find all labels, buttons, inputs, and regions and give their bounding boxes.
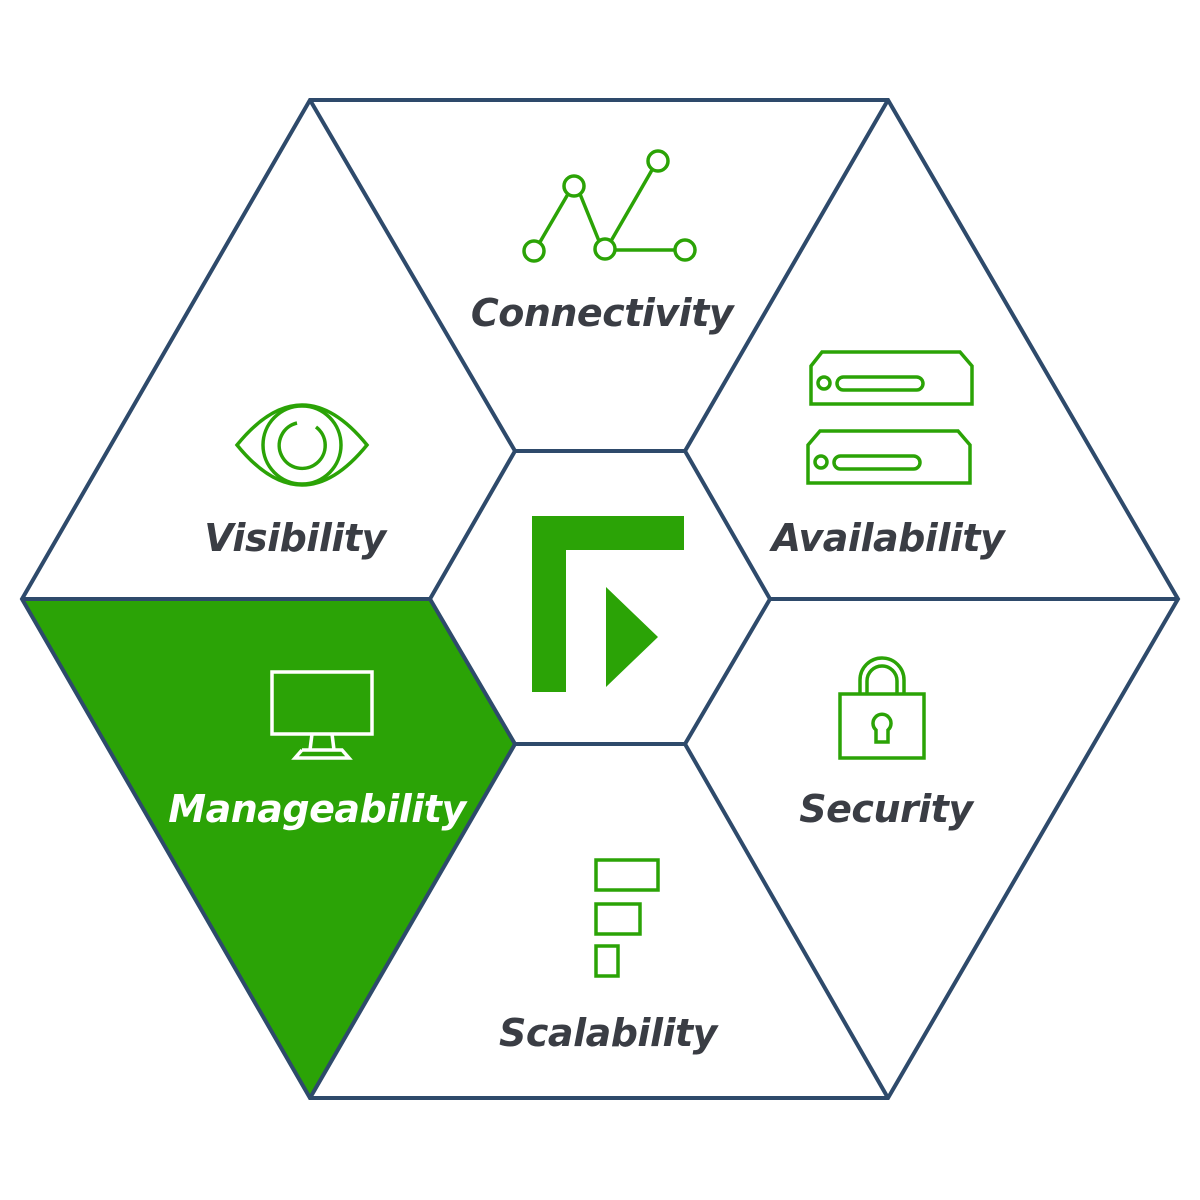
visibility-label: Visibility <box>204 516 388 560</box>
brand-logo-icon <box>532 516 684 692</box>
connectivity-label: Connectivity <box>471 291 736 335</box>
availability-label: Availability <box>769 516 1007 560</box>
security-label: Security <box>799 787 975 831</box>
server-stack-icon <box>806 350 974 485</box>
network-nodes-icon <box>522 149 697 263</box>
scalability-label: Scalability <box>499 1011 720 1055</box>
segment-dividers <box>22 98 1178 1100</box>
manageability-segment-fill <box>22 599 515 1098</box>
eye-icon <box>234 403 370 487</box>
manageability-label: Manageability <box>168 787 468 831</box>
stacked-bars-icon <box>594 858 660 978</box>
padlock-icon <box>838 656 926 760</box>
monitor-icon <box>270 670 374 760</box>
